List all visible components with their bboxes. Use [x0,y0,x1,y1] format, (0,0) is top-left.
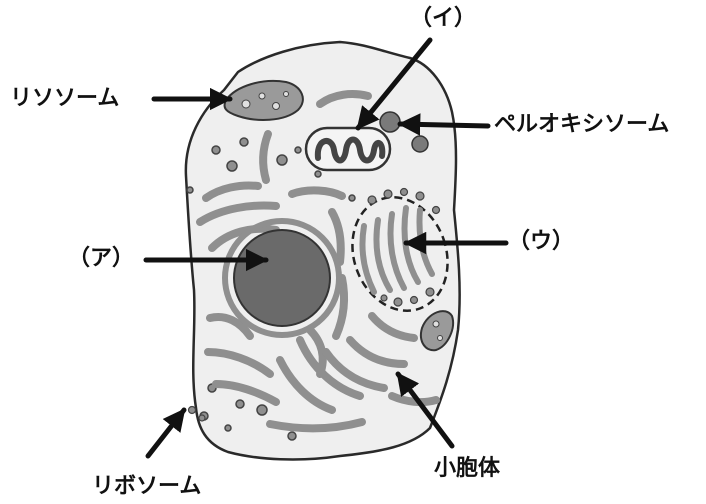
label-u: （ウ） [508,231,574,253]
label-lysosome: リソソーム [10,88,119,110]
mitochondrion [306,128,390,170]
label-peroxisome: ペルオキシソーム [494,114,669,136]
label-ribosome: リボソーム [92,476,201,498]
arrow-ribosome [148,410,184,456]
label-i: （イ） [410,8,476,30]
arrow-peroxisome [400,124,488,126]
nucleus [225,221,339,335]
label-a: （ア） [68,248,134,270]
label-vesicle: 小胞体 [434,458,500,480]
